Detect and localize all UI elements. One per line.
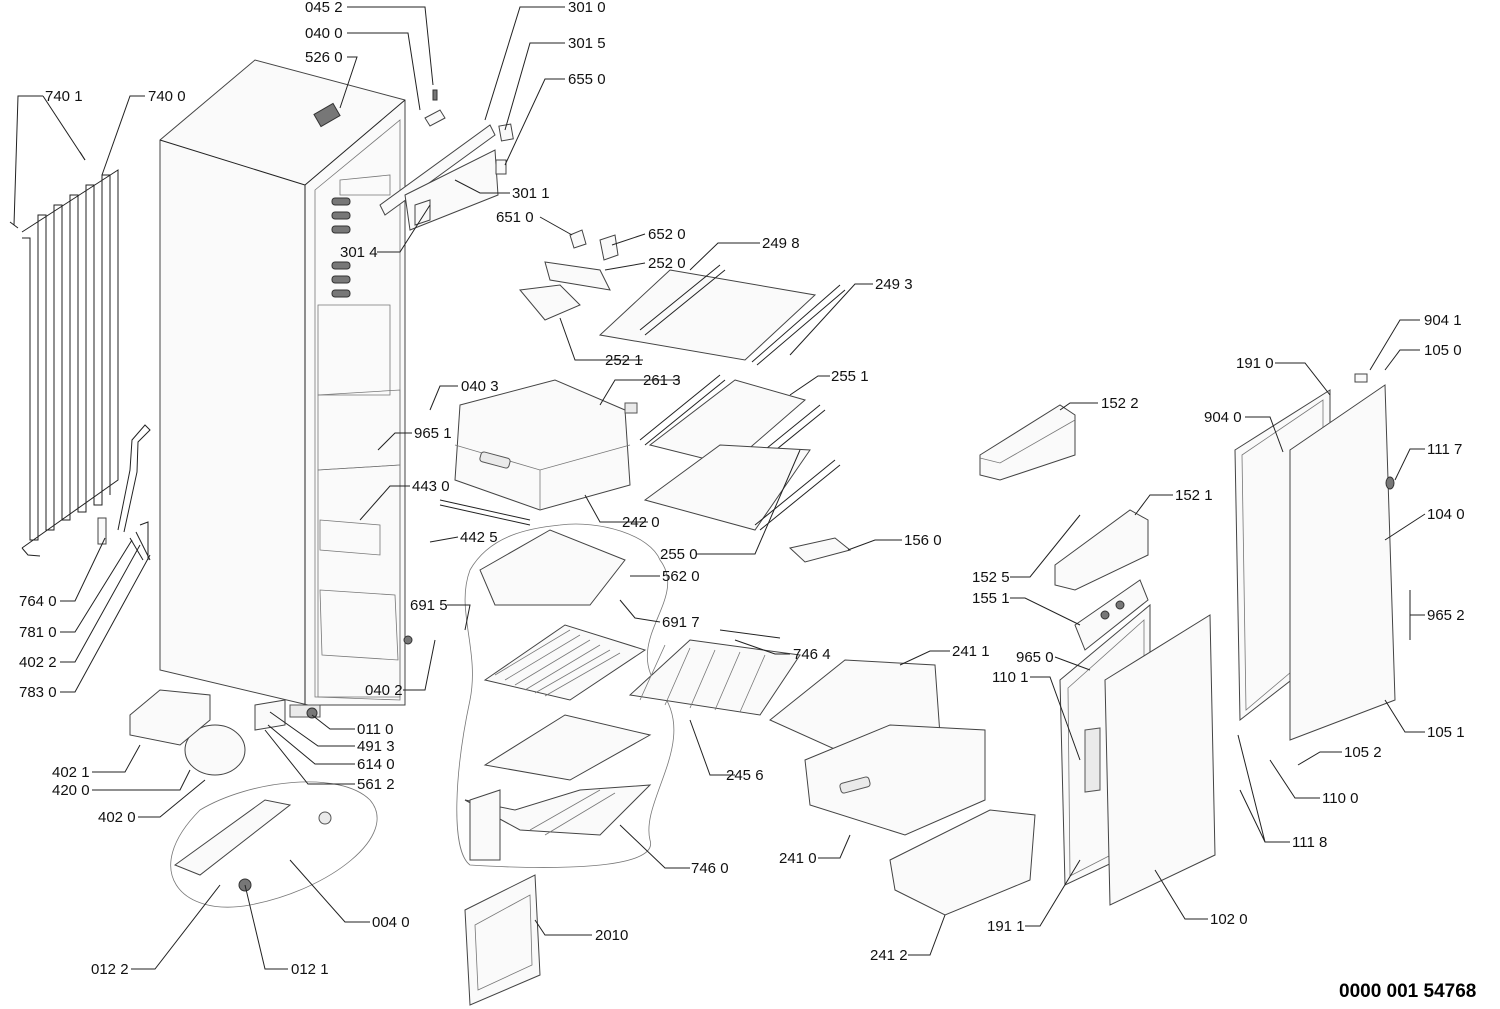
- label-442-5: 442 5: [460, 529, 498, 546]
- label-781-0: 781 0: [19, 624, 57, 641]
- label-105-1: 105 1: [1427, 724, 1465, 741]
- label-965-1: 965 1: [414, 425, 452, 442]
- label-301-4: 301 4: [340, 244, 378, 261]
- control-panel: [379, 89, 514, 231]
- label-691-7: 691 7: [662, 614, 700, 631]
- label-526-0: 526 0: [305, 49, 343, 66]
- label-740-0: 740 0: [148, 88, 186, 105]
- label-691-5: 691 5: [410, 597, 448, 614]
- label-012-2: 012 2: [91, 961, 129, 978]
- label-241-0: 241 0: [779, 850, 817, 867]
- label-191-1: 191 1: [987, 918, 1025, 935]
- label-105-2: 105 2: [1344, 744, 1382, 761]
- label-655-0: 655 0: [568, 71, 606, 88]
- label-152-5: 152 5: [972, 569, 1010, 586]
- back-plate: [464, 874, 541, 1006]
- door-bin-middle: [1054, 509, 1149, 651]
- label-152-1: 152 1: [1175, 487, 1213, 504]
- label-111-8: 111 8: [1292, 834, 1327, 851]
- label-156-0: 156 0: [904, 532, 942, 549]
- label-740-1: 740 1: [45, 88, 83, 105]
- label-045-2: 045 2: [305, 0, 343, 16]
- label-301-5: 301 5: [568, 35, 606, 52]
- label-402-1: 402 1: [52, 764, 90, 781]
- label-152-2: 152 2: [1101, 395, 1139, 412]
- label-040-3: 040 3: [461, 378, 499, 395]
- label-242-0: 242 0: [622, 514, 660, 531]
- label-402-0: 402 0: [98, 809, 136, 826]
- glass-shelf-upper: [598, 264, 846, 366]
- door-bin-upper: [979, 404, 1076, 481]
- label-491-3: 491 3: [357, 738, 395, 755]
- label-102-0: 102 0: [1210, 911, 1248, 928]
- label-965-2: 965 2: [1427, 607, 1465, 624]
- lamp-assembly: [519, 229, 619, 321]
- label-111-7: 111 7: [1427, 441, 1462, 458]
- label-249-3: 249 3: [875, 276, 913, 293]
- label-301-1: 301 1: [512, 185, 550, 202]
- document-code: 0000 001 54768: [1339, 981, 1476, 1002]
- label-110-0: 110 0: [1322, 790, 1358, 807]
- cabinet: [159, 59, 413, 719]
- label-004-0: 004 0: [372, 914, 410, 931]
- label-904-1: 904 1: [1424, 312, 1462, 329]
- label-965-0: 965 0: [1016, 649, 1054, 666]
- label-261-3: 261 3: [643, 372, 681, 389]
- egg-tray: [788, 537, 852, 563]
- label-191-0: 191 0: [1236, 355, 1274, 372]
- label-011-0: 011 0: [357, 721, 393, 738]
- evaporator-cluster: [456, 523, 675, 868]
- glass-shelf-lower: [643, 444, 841, 531]
- label-155-1: 155 1: [972, 590, 1010, 607]
- label-252-1: 252 1: [605, 352, 643, 369]
- label-652-0: 652 0: [648, 226, 686, 243]
- label-012-1: 012 1: [291, 961, 329, 978]
- drain-pipes: [97, 424, 151, 561]
- label-764-0: 764 0: [19, 593, 57, 610]
- label-104-0: 104 0: [1427, 506, 1465, 523]
- label-255-0: 255 0: [660, 546, 698, 563]
- label-561-2: 561 2: [357, 776, 395, 793]
- label-245-6: 245 6: [726, 767, 764, 784]
- label-255-1: 255 1: [831, 368, 869, 385]
- label-420-0: 420 0: [52, 782, 90, 799]
- label-783-0: 783 0: [19, 684, 57, 701]
- crisper-drawers: [769, 659, 1036, 916]
- label-402-2: 402 2: [19, 654, 57, 671]
- label-301-0: 301 0: [568, 0, 606, 16]
- label-040-2: 040 2: [365, 682, 403, 699]
- part-labels: 045 2 040 0 526 0 301 0 301 5 655 0 740 …: [19, 0, 1476, 1002]
- freezer-door: [1059, 603, 1216, 906]
- label-241-1: 241 1: [952, 643, 990, 660]
- wire-shelf: [628, 629, 801, 716]
- label-040-0: 040 0: [305, 25, 343, 42]
- label-249-8: 249 8: [762, 235, 800, 252]
- label-252-0: 252 0: [648, 255, 686, 272]
- label-614-0: 614 0: [357, 756, 395, 773]
- label-651-0: 651 0: [496, 209, 534, 226]
- label-110-1: 110 1: [992, 669, 1028, 686]
- fridge-door: [1234, 373, 1396, 741]
- label-2010: 2010: [595, 927, 628, 944]
- label-241-2: 241 2: [870, 947, 908, 964]
- label-562-0: 562 0: [662, 568, 700, 585]
- chiller-drawer: [439, 379, 638, 526]
- label-443-0: 443 0: [412, 478, 450, 495]
- condenser-coil: [9, 151, 119, 557]
- label-105-0: 105 0: [1424, 342, 1462, 359]
- label-746-4: 746 4: [793, 646, 831, 663]
- compressor-base: [170, 781, 378, 908]
- label-746-0: 746 0: [691, 860, 729, 877]
- leader-lines: [13, 6, 1426, 970]
- compressor: [129, 689, 286, 776]
- label-904-0: 904 0: [1204, 409, 1242, 426]
